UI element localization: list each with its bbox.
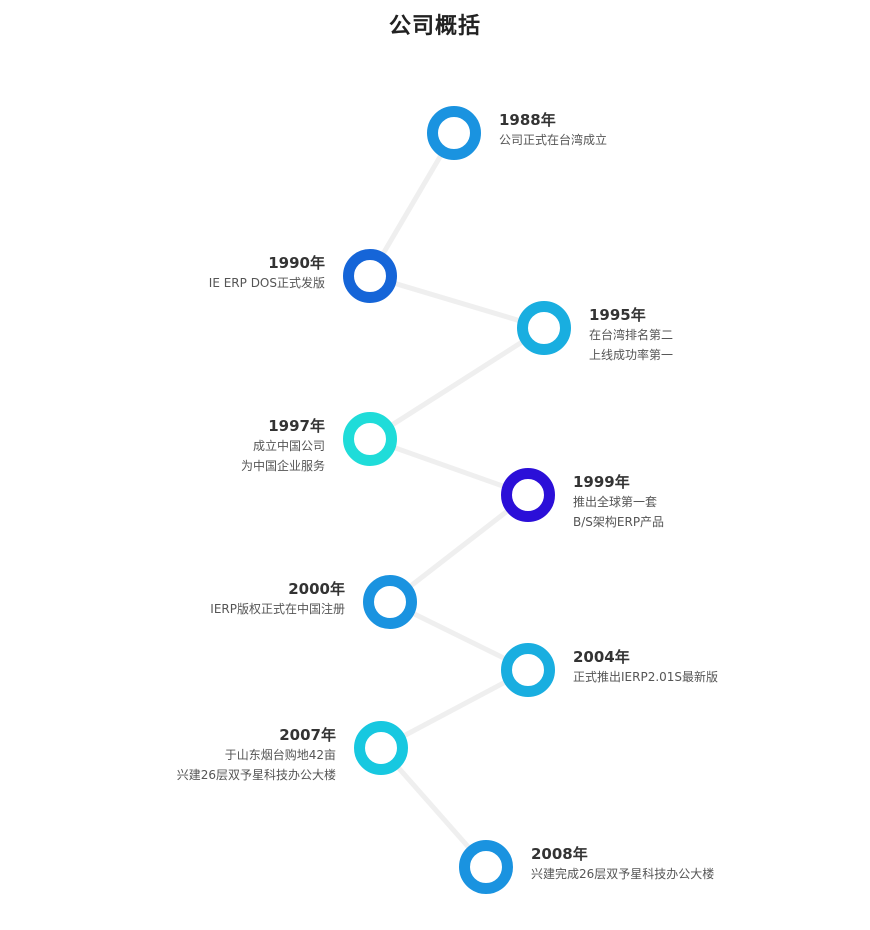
timeline-description: 在台湾排名第二 [589,328,674,342]
timeline-description: 推出全球第一套 [573,495,658,509]
timeline-description: 正式推出IERP2.01S最新版 [573,670,719,684]
timeline-node-3 [517,301,571,355]
timeline-description: B/S架构ERP产品 [573,515,665,529]
timeline-entry-9: 2008年兴建完成26层双予星科技办公大楼 [531,844,791,884]
timeline-year: 1988年 [499,111,556,129]
timeline-entry-4: 1997年成立中国公司为中国企业服务 [65,416,325,476]
timeline-year: 1999年 [573,473,630,491]
timeline-entry-7: 2004年正式推出IERP2.01S最新版 [573,647,833,687]
timeline-year: 2004年 [573,648,630,666]
timeline-year: 2007年 [279,726,336,744]
timeline-entry-8: 2007年于山东烟台购地42亩兴建26层双予星科技办公大楼 [76,725,336,785]
timeline-description: 兴建完成26层双予星科技办公大楼 [531,867,715,881]
timeline-node-5 [501,468,555,522]
timeline-node-7 [501,643,555,697]
timeline-node-9 [459,840,513,894]
timeline-entry-5: 1999年推出全球第一套 B/S架构ERP产品 [573,472,833,532]
timeline-year: 1990年 [268,254,325,272]
timeline-description: IERP版权正式在中国注册 [210,602,345,616]
timeline-description: 成立中国公司 [252,439,325,453]
timeline-year: 1995年 [589,306,646,324]
timeline-entry-2: 1990年 IE ERP DOS正式发版 [65,253,325,293]
timeline-description: 上线成功率第一 [589,348,674,362]
timeline-description: 为中国企业服务 [240,459,325,473]
timeline-connector-3 [367,325,547,442]
timeline-node-1 [427,106,481,160]
timeline-node-6 [363,575,417,629]
page-title: 公司概括 [388,14,481,39]
timeline-connector-5 [387,492,531,605]
timeline-description: 兴建26层双予星科技办公大楼 [176,768,336,782]
timeline-year: 1997年 [268,417,325,435]
timeline-year: 2008年 [531,845,588,863]
timeline-entry-3: 1995年在台湾排名第二上线成功率第一 [589,305,849,365]
timeline-connector-2 [367,273,547,331]
timeline-description: 公司正式在台湾成立 [499,133,608,147]
timeline-node-8 [354,721,408,775]
timeline-description: 于山东烟台购地42亩 [224,748,336,762]
timeline-node-4 [343,412,397,466]
timeline-node-2 [343,249,397,303]
timeline-year: 2000年 [288,580,345,598]
timeline-description: IE ERP DOS正式发版 [208,276,325,290]
timeline-entry-6: 2000年 IERP版权正式在中国注册 [85,579,345,619]
timeline-entry-1: 1988年公司正式在台湾成立 [499,110,759,150]
